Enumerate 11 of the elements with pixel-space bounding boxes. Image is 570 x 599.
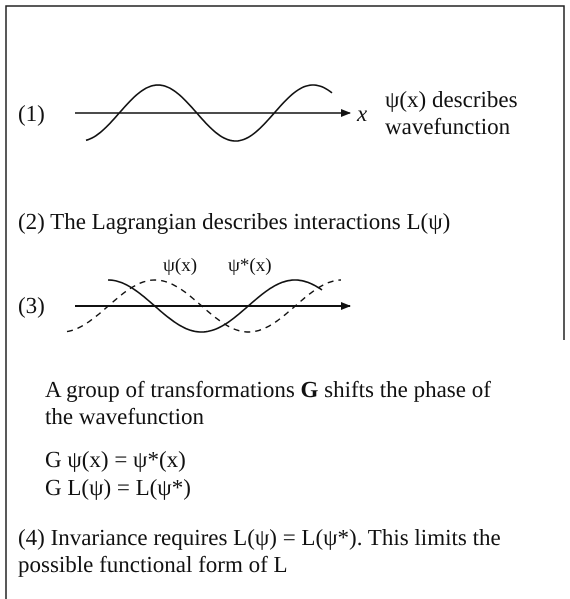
statement-text: (4) Invariance requires L(ψ) = L(ψ*). This limits the possible functional form of L (18, 524, 502, 578)
axis-label: x (357, 100, 368, 127)
panel-number: (1) (18, 100, 45, 127)
equation-text: G ψ(x) = ψ*(x) (45, 446, 186, 473)
curve-label: ψ*(x) (228, 254, 272, 278)
description-text: ψ(x) describes wavefunction (385, 86, 519, 140)
equation-text: G L(ψ) = L(ψ*) (45, 474, 191, 501)
panel-number: (3) (18, 292, 45, 319)
description-text: A group of transformations G shifts the phase of the wavefunction (45, 376, 492, 430)
statement-text: (2) The Lagrangian describes interactions L(ψ) (18, 208, 452, 235)
curve-label: ψ(x) (163, 254, 198, 278)
